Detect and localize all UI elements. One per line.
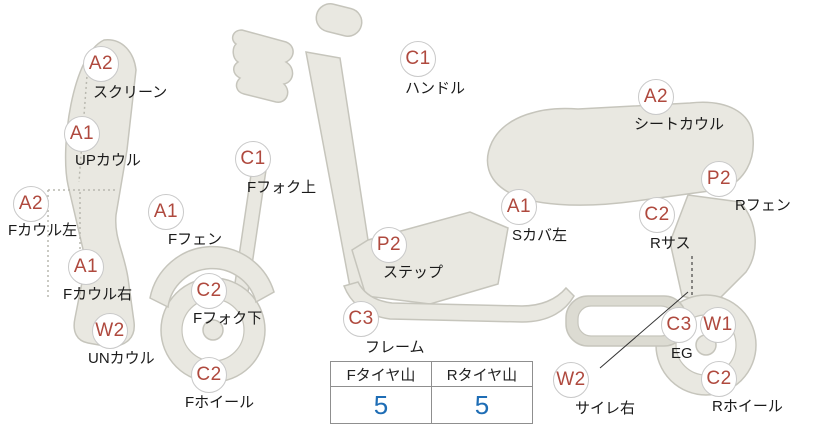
badge-code: P2 [706,168,732,189]
badge-rsus: C2 [639,197,675,233]
badge-rwheel: C2 [701,361,737,397]
badge-code: A2 [643,86,669,107]
badge-seatcowl: A2 [638,79,674,115]
badge-ffork-lower: C2 [191,273,227,309]
badge-frame: C3 [343,301,379,337]
badge-code: C2 [196,280,222,301]
badge-step: P2 [371,227,407,263]
label-step: ステップ [383,264,444,281]
label-fcowl-left: Fカウル左 [8,222,78,239]
label-ffork-upper: Fフォク上 [247,179,317,196]
label-fwheel: Fホイール [185,394,255,411]
handle-lever-shape [231,29,294,103]
badge-scover-left: A1 [501,189,537,225]
tire-table-header-front: Fタイヤ山 [330,361,432,387]
badge-fcowl-right: A1 [68,249,104,285]
front-fender-shape [149,245,275,309]
badge-code: W2 [556,369,586,390]
badge-code: C3 [666,314,692,335]
badge-code: C2 [706,368,732,389]
badge-code: A2 [88,53,114,74]
badge-ffender: A1 [148,194,184,230]
badge-code: A1 [69,123,95,144]
badge-code: A1 [73,256,99,277]
front-wheel-hub [202,319,224,341]
tire-table-header-rear: Rタイヤ山 [431,361,533,387]
label-handle: ハンドル [405,80,466,97]
handle-grip-shape [315,3,363,37]
badge-code: A2 [18,193,44,214]
tire-tread-rear-value: 5 [431,386,533,424]
tire-tread-table: Fタイヤ山 Rタイヤ山 5 5 [330,361,533,424]
label-rsus: Rサス [650,235,691,252]
badge-code: C3 [348,308,374,329]
label-ffender: Fフェン [168,231,223,248]
muffler-inner-shape [577,305,675,337]
silencer-leader-line [599,291,689,369]
badge-code: A1 [506,196,532,217]
label-scover-left: Sカバ左 [512,227,568,244]
badge-handle: C1 [400,41,436,77]
label-uncowl: UNカウル [88,350,155,367]
badge-upcowl: A1 [64,116,100,152]
badge-uncowl: W2 [92,313,128,349]
badge-rfender: P2 [701,161,737,197]
badge-eg: C3 [661,307,697,343]
label-seatcowl: シートカウル [634,116,725,133]
label-eg: EG [671,345,693,362]
badge-code: C1 [405,48,431,69]
badge-code: C1 [240,148,266,169]
badge-silencer-right: W2 [553,362,589,398]
badge-screen: A2 [83,46,119,82]
badge-code: A1 [153,201,179,222]
label-silencer-right: サイレ右 [575,400,636,417]
badge-fwheel: C2 [191,357,227,393]
badge-code: C2 [644,204,670,225]
label-ffork-lower: Fフォク下 [193,310,263,327]
step-floor-shape [351,211,509,305]
badge-code: P2 [376,234,402,255]
badge-eg-w1: W1 [700,307,736,343]
label-screen: スクリーン [93,84,168,101]
badge-code: W1 [703,314,733,335]
label-upcowl: UPカウル [75,152,141,169]
label-frame: フレーム [365,339,425,356]
label-fcowl-right: Fカウル右 [63,286,133,303]
badge-ffork-upper: C1 [235,141,271,177]
label-rfender: Rフェン [735,197,791,214]
label-rwheel: Rホイール [712,398,783,415]
badge-code: W2 [95,320,125,341]
badge-code: C2 [196,364,222,385]
tire-tread-front-value: 5 [330,386,432,424]
badge-fcowl-left: A2 [13,186,49,222]
